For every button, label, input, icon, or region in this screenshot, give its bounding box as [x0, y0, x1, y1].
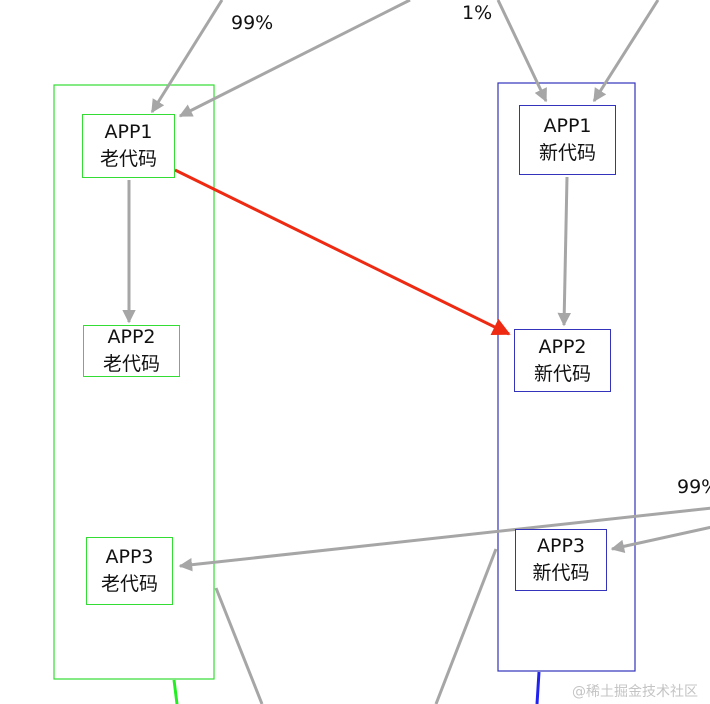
old-app3-name: APP3: [105, 546, 154, 568]
new-app3-outgoing-line: [434, 548, 498, 704]
new-group-exit-line: [535, 671, 541, 704]
traffic-percent-label-left: 99%: [231, 12, 274, 34]
old-app2-box: APP2 老代码: [83, 325, 180, 377]
new-app3-code-label: 新代码: [532, 562, 590, 584]
new-app1-box: APP1 新代码: [519, 105, 616, 175]
traffic-arrow-right-to-new-app1: [592, 0, 660, 103]
old-group-exit-line: [172, 679, 179, 704]
old-app1-box: APP1 老代码: [82, 114, 175, 178]
old-app1-name: APP1: [104, 121, 153, 143]
new-app1-code-label: 新代码: [538, 142, 596, 164]
new-app1-to-new-app2-arrow: [557, 176, 571, 327]
watermark-text: @稀土掘金技术社区: [572, 684, 698, 700]
new-code-group-frame: [497, 82, 636, 672]
traffic-percent-label-right: 99%: [677, 476, 710, 498]
traffic-arrow-right-to-new-app3: [610, 525, 710, 553]
traffic-arrow-left-to-old-app1: [150, 0, 224, 114]
new-app1-name: APP1: [543, 115, 592, 137]
old-app3-code-label: 老代码: [100, 573, 158, 595]
old-app2-name: APP2: [107, 326, 156, 348]
traffic-arrow-mid-to-new-app1: [496, 0, 548, 103]
old-app1-to-new-app2-red-arrow: [174, 168, 511, 336]
old-app3-outgoing-line: [214, 587, 264, 704]
old-code-group-frame: [53, 84, 215, 680]
old-app2-code-label: 老代码: [102, 353, 160, 375]
new-app3-name: APP3: [536, 535, 585, 557]
traffic-arrow-mid-to-old-app1: [178, 0, 411, 118]
traffic-arrow-right-to-old-app3: [178, 506, 710, 572]
new-app2-code-label: 新代码: [533, 362, 591, 385]
new-app2-box: APP2 新代码: [514, 329, 611, 392]
new-app2-name: APP2: [538, 335, 587, 358]
traffic-percent-label-mid: 1%: [462, 2, 493, 24]
new-app3-box: APP3 新代码: [515, 529, 607, 591]
old-app1-code-label: 老代码: [99, 148, 157, 170]
old-app3-box: APP3 老代码: [86, 537, 173, 605]
